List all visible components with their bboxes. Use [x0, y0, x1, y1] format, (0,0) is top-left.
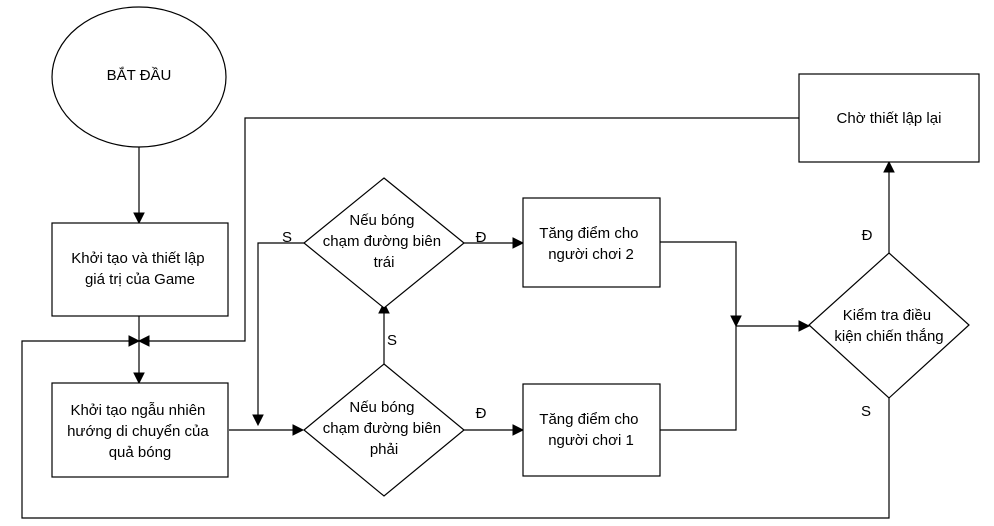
- arrowhead: [133, 372, 145, 385]
- rand-label-line: Khởi tạo ngẫu nhiên: [70, 402, 205, 419]
- p2-process-box: [522, 197, 661, 288]
- left-label-line: chạm đường biên: [323, 233, 441, 250]
- left-label: Nếu bóng chạm đường biên trái: [323, 212, 445, 271]
- p1-label: Tăng điểm cho người chơi 1: [539, 411, 642, 449]
- rand-process-box: [51, 382, 229, 478]
- win-decision-diamond: [808, 252, 970, 399]
- arrowhead: [798, 320, 811, 332]
- reset-label: Chờ thiết lập lại: [837, 110, 942, 127]
- edge-label-win-no: S: [861, 403, 871, 420]
- start-label-line: BẮT ĐẦU: [107, 66, 172, 84]
- edges: [21, 117, 895, 519]
- edge-p1-to-merge: [660, 326, 737, 431]
- start-label: BẮT ĐẦU: [107, 66, 172, 84]
- edge-left-no-to-rand: [257, 242, 304, 416]
- nodes: [51, 6, 980, 497]
- init-label-line: Khởi tạo và thiết lập: [71, 250, 204, 267]
- edge-labels: S Đ S Đ Đ S: [282, 227, 873, 422]
- arrowhead: [252, 414, 264, 427]
- left-label-line: trái: [374, 254, 395, 271]
- edge-label-left-yes: Đ: [476, 229, 487, 246]
- arrowhead: [512, 237, 525, 249]
- right-label: Nếu bóng chạm đường biên phải: [323, 399, 445, 458]
- arrowhead: [137, 335, 150, 347]
- win-label-line: Kiểm tra điều: [843, 307, 931, 324]
- p1-label-line: Tăng điểm cho: [539, 411, 638, 428]
- p2-label-line: Tăng điểm cho: [539, 225, 638, 242]
- arrowhead: [512, 424, 525, 436]
- arrowhead: [292, 424, 305, 436]
- reset-process-box: [798, 73, 980, 163]
- init-label: Khởi tạo và thiết lập giá trị của Game: [71, 250, 208, 288]
- start-terminal: [51, 6, 227, 148]
- left-label-line: Nếu bóng: [349, 212, 414, 229]
- rand-label-line: hướng di chuyển của: [67, 423, 209, 440]
- arrowhead: [730, 315, 742, 328]
- edge-label-win-yes: Đ: [862, 227, 873, 244]
- reset-label-line: Chờ thiết lập lại: [837, 110, 942, 127]
- arrowhead: [883, 160, 895, 173]
- left-decision-diamond: [303, 177, 465, 309]
- edge-label-right-yes: Đ: [476, 405, 487, 422]
- p2-label-line: người chơi 2: [548, 246, 634, 263]
- right-label-line: Nếu bóng: [349, 399, 414, 416]
- right-label-line: phải: [370, 441, 398, 458]
- right-decision-diamond: [303, 363, 465, 497]
- edge-label-left-no: S: [282, 229, 292, 246]
- arrowhead: [133, 212, 145, 225]
- p2-label: Tăng điểm cho người chơi 2: [539, 225, 642, 263]
- win-label: Kiểm tra điều kiện chiến thắng: [834, 307, 943, 345]
- edge-win-no-loop: [21, 340, 890, 519]
- rand-label-line: quả bóng: [109, 444, 172, 461]
- p1-process-box: [522, 383, 661, 477]
- init-process-box: [51, 222, 229, 317]
- init-label-line: giá trị của Game: [85, 271, 195, 288]
- edge-label-right-no: S: [387, 332, 397, 349]
- edge-p2-to-merge: [660, 241, 737, 318]
- rand-label: Khởi tạo ngẫu nhiên hướng di chuyển của …: [67, 402, 213, 461]
- arrowhead: [128, 335, 141, 347]
- node-labels: BẮT ĐẦU Khởi tạo và thiết lập giá trị củ…: [67, 66, 944, 461]
- edge-reset-loop: [147, 117, 799, 342]
- p1-label-line: người chơi 1: [548, 432, 634, 449]
- win-label-line: kiện chiến thắng: [834, 328, 943, 345]
- right-label-line: chạm đường biên: [323, 420, 441, 437]
